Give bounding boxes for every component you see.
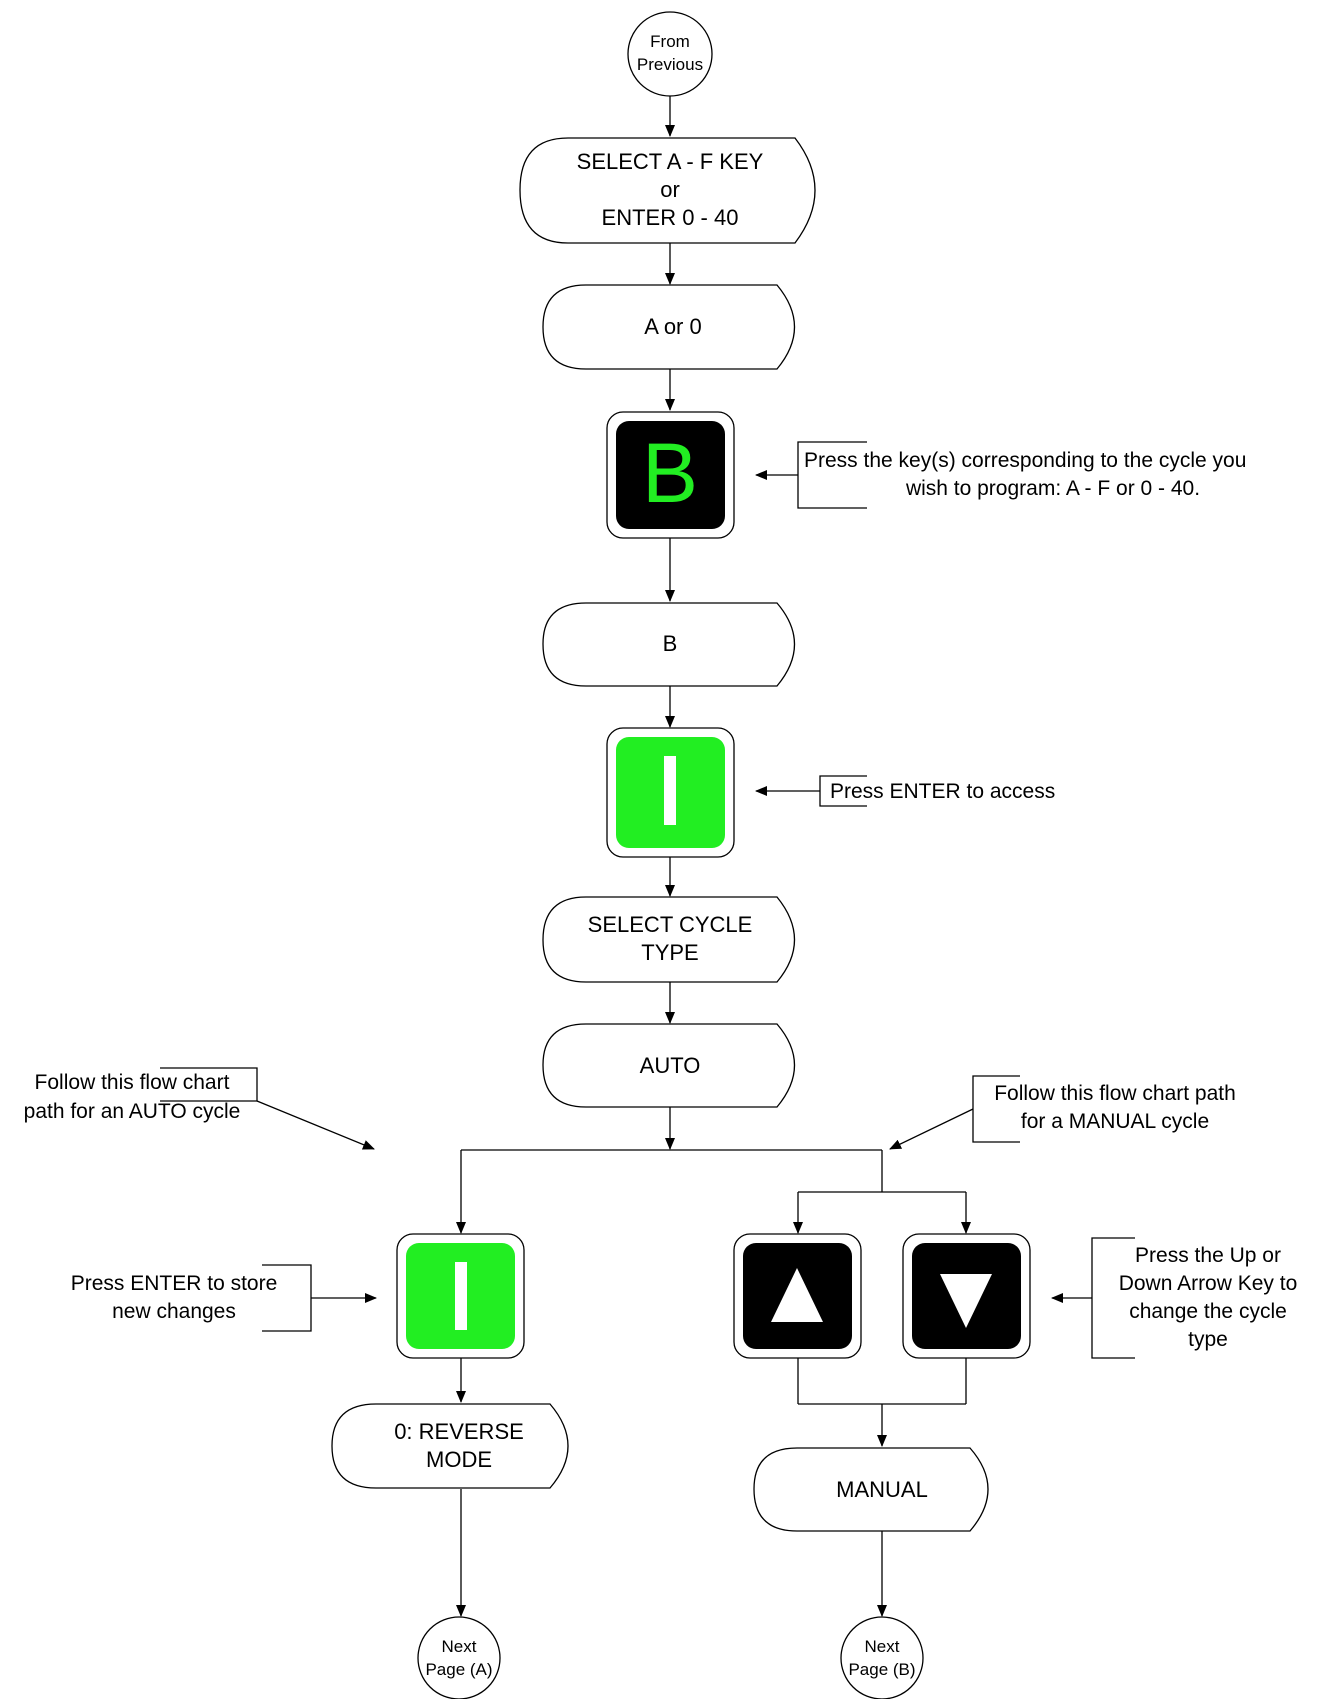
connector-line-2: Previous bbox=[637, 55, 703, 74]
up-arrow-glyph bbox=[771, 1268, 823, 1322]
note-line-1: Press the Up or bbox=[1135, 1244, 1281, 1267]
note-line-1: Follow this flow chart bbox=[35, 1071, 230, 1094]
display-line-1: 0: REVERSE bbox=[394, 1419, 524, 1444]
display-line-2: TYPE bbox=[641, 940, 698, 965]
enter-key-icon bbox=[396, 1233, 525, 1359]
note-line-4: type bbox=[1188, 1328, 1228, 1351]
connector-line-1: Next bbox=[865, 1637, 900, 1656]
note-auto-path: Follow this flow chart path for an AUTO … bbox=[24, 1067, 375, 1150]
enter-key-icon bbox=[606, 727, 735, 858]
display-line-1: B bbox=[663, 631, 678, 656]
enter-key-glyph bbox=[664, 756, 676, 825]
display-select-cycle-type: SELECT CYCLE TYPE bbox=[542, 896, 796, 983]
note-line-1: Press ENTER to store bbox=[71, 1272, 278, 1295]
note-press-enter-access: Press ENTER to access bbox=[755, 775, 1055, 807]
display-line-3: ENTER 0 - 40 bbox=[602, 205, 739, 230]
next-page-b-connector: Next Page (B) bbox=[840, 1616, 924, 1699]
note-press-enter-store: Press ENTER to store new changes bbox=[71, 1264, 377, 1332]
note-press-arrows: Press the Up or Down Arrow Key to change… bbox=[1051, 1237, 1298, 1359]
b-key: B bbox=[606, 411, 735, 539]
display-line-1: MANUAL bbox=[836, 1477, 928, 1502]
flow-lines bbox=[456, 96, 971, 1617]
down-arrow-key-icon bbox=[902, 1233, 1031, 1359]
b-key-label: B bbox=[642, 426, 698, 520]
display-reverse-mode: 0: REVERSE MODE bbox=[331, 1403, 569, 1489]
from-previous-connector: From Previous bbox=[627, 11, 713, 97]
display-select-key: SELECT A - F KEY or ENTER 0 - 40 bbox=[519, 137, 816, 244]
display-line-2: MODE bbox=[426, 1447, 492, 1472]
note-line-1: Press ENTER to access bbox=[830, 780, 1055, 803]
display-auto: AUTO bbox=[542, 1023, 796, 1108]
display-a-or-0: A or 0 bbox=[542, 284, 796, 370]
note-press-key: Press the key(s) corresponding to the cy… bbox=[755, 441, 1246, 509]
connector-line-2: Page (A) bbox=[425, 1660, 492, 1679]
note-line-2: path for an AUTO cycle bbox=[24, 1100, 241, 1123]
up-arrow-key-icon bbox=[733, 1233, 862, 1359]
connector-line-1: From bbox=[650, 32, 690, 51]
note-line-1: Follow this flow chart path bbox=[994, 1082, 1236, 1105]
enter-key-glyph bbox=[455, 1262, 467, 1330]
note-line-3: change the cycle bbox=[1129, 1300, 1287, 1323]
display-line-1: SELECT CYCLE bbox=[588, 912, 753, 937]
note-manual-path: Follow this flow chart path for a MANUAL… bbox=[889, 1075, 1236, 1150]
note-line-1: Press the key(s) corresponding to the cy… bbox=[804, 449, 1246, 472]
note-line-2: for a MANUAL cycle bbox=[1021, 1110, 1209, 1133]
display-line-1: SELECT A - F KEY bbox=[577, 149, 764, 174]
next-page-a-connector: Next Page (A) bbox=[417, 1616, 501, 1699]
note-line-2: new changes bbox=[112, 1300, 236, 1323]
connector-line-1: Next bbox=[442, 1637, 477, 1656]
display-b: B bbox=[542, 602, 796, 687]
note-line-2: Down Arrow Key to bbox=[1119, 1272, 1298, 1295]
connector-line-2: Page (B) bbox=[848, 1660, 915, 1679]
note-line-2: wish to program: A - F or 0 - 40. bbox=[905, 477, 1200, 500]
display-manual: MANUAL bbox=[753, 1447, 989, 1532]
display-line-1: AUTO bbox=[640, 1053, 701, 1078]
display-line-1: A or 0 bbox=[644, 314, 701, 339]
display-line-2: or bbox=[660, 177, 680, 202]
b-key-face bbox=[616, 421, 725, 529]
down-arrow-glyph bbox=[940, 1274, 992, 1328]
